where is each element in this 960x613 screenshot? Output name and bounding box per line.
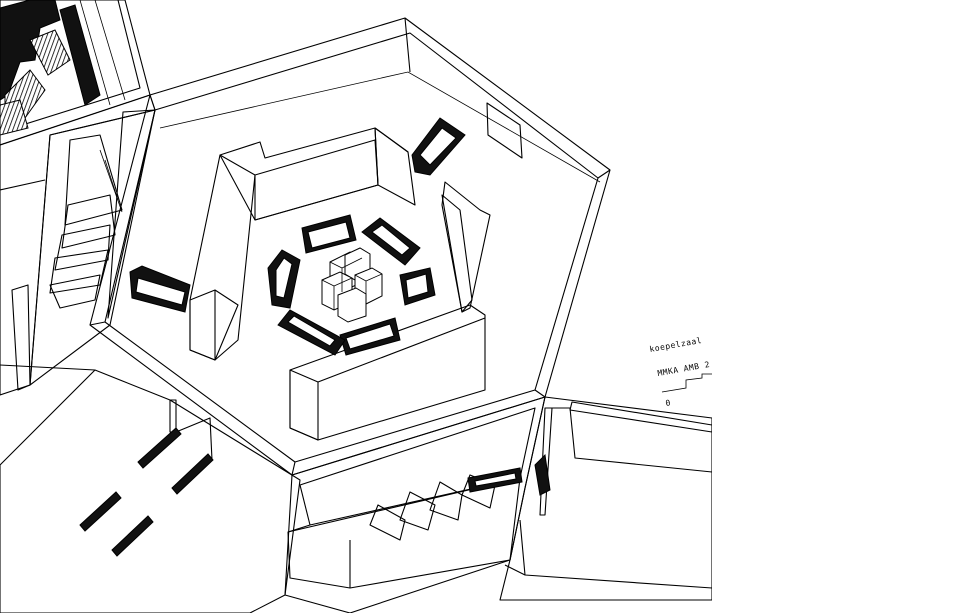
bench-upper-right [411, 117, 466, 176]
display-cubes [321, 247, 383, 323]
bench-left [129, 265, 191, 313]
hexagon-outer-wall [89, 17, 611, 476]
room-name-label: koepelzaal [649, 336, 703, 354]
gallery-bench-4 [111, 515, 154, 557]
central-seating-ring [267, 214, 436, 356]
bottom-left-room [0, 364, 301, 613]
project-code-label: MMKA AMB 2 [657, 360, 711, 378]
bench-southwest [277, 309, 346, 356]
drawing-legend: koepelzaal MMKA AMB 2 0 [649, 336, 712, 408]
bench-west [267, 249, 301, 309]
scale-zero-label: 0 [665, 398, 672, 408]
gallery-bench-3 [79, 491, 122, 532]
left-stair-corridor [0, 94, 156, 396]
bench-east [399, 267, 436, 306]
gallery-bench-2 [171, 453, 214, 495]
bench-south [339, 317, 401, 356]
bottom-center-stair-room [284, 396, 546, 613]
bench-north [301, 214, 357, 254]
blank-margin [712, 0, 960, 613]
bottom-right-room [499, 396, 713, 601]
top-left-seating-room [0, 0, 151, 146]
inner-hexagon-wall [189, 127, 491, 441]
gallery-bench-1 [137, 427, 182, 469]
scale-bar [661, 373, 712, 393]
bench-northeast [361, 217, 421, 266]
